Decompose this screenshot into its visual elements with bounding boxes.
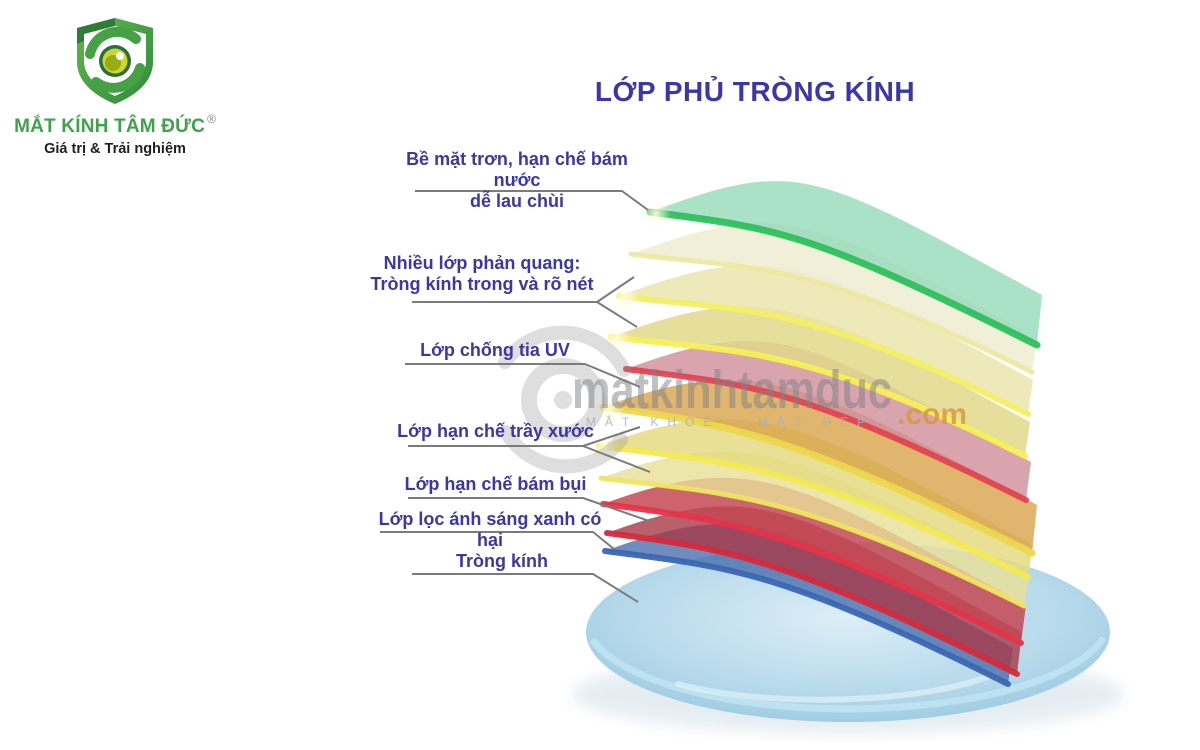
leader-line-dust xyxy=(408,497,653,523)
label-smooth-surface: Bề mặt trơn, hạn chế bám nước dễ lau chù… xyxy=(388,149,646,212)
label-dust-layer: Lớp hạn chế bám bụi xyxy=(393,474,598,495)
lens-layer-green-top xyxy=(650,181,1042,345)
label-scratch-line1: Lớp hạn chế trầy xước xyxy=(397,421,594,441)
label-lens-line1: Tròng kính xyxy=(456,551,548,571)
watermark-text: matkinhtamduc xyxy=(572,360,892,420)
lens-layer-stack xyxy=(572,181,1124,734)
lens-layer-tip-glow xyxy=(641,199,671,229)
watermark-subtext: MẮT KHOẺ - MẮT ĐẸP xyxy=(586,414,874,429)
lens-layer-rim-blue-layer xyxy=(602,548,1011,687)
watermark: matkinhtamduc .com MẮT KHOẺ - MẮT ĐẸP xyxy=(498,325,967,474)
label-bluelight-line1: Lớp lọc ánh sáng xanh có hại xyxy=(378,509,602,550)
leader-line-smooth xyxy=(415,190,649,211)
lens-layer-rim-yellow-1 xyxy=(608,334,1028,459)
lens-layer-rim-pale-yellow xyxy=(616,293,1031,417)
lens-layer-rim-pink-uv xyxy=(623,366,1029,503)
label-ar-line1: Nhiều lớp phản quang: xyxy=(383,253,581,273)
watermark-suffix: .com xyxy=(897,398,967,431)
registered-mark-icon: ® xyxy=(207,112,216,126)
label-uv-line1: Lớp chống tia UV xyxy=(420,340,570,360)
leader-line-lens xyxy=(412,573,639,603)
leader-lines xyxy=(380,190,653,603)
lens-layer-pale-yellow xyxy=(619,265,1033,414)
diagram-title: LỚP PHỦ TRÒNG KÍNH xyxy=(594,76,916,107)
lens-layer-tip-glow xyxy=(610,283,640,313)
leader-line-ar-fork xyxy=(596,276,638,328)
lens-layer-rim-amber xyxy=(599,403,1036,557)
lens-layer-rim-green-top xyxy=(646,208,1041,349)
label-lens-base: Tròng kính xyxy=(403,551,601,572)
lens-layer-rim-maroon xyxy=(604,530,1020,677)
leader-line-uv xyxy=(405,363,641,388)
lens-layer-rim-cream-ar-1 xyxy=(628,251,1035,375)
brand-block: MẮT KÍNH TÂM ĐỨC® Giá trị & Trải nghiệm xyxy=(8,14,222,157)
label-uv-layer: Lớp chống tia UV xyxy=(395,340,595,361)
label-bluelight-layer: Lớp lọc ánh sáng xanh có hại xyxy=(366,509,614,551)
lens-layer-rim-yellow-2 xyxy=(596,443,1031,580)
label-dust-line1: Lớp hạn chế bám bụi xyxy=(404,474,587,494)
label-smooth-line2: dễ lau chùi xyxy=(469,191,565,211)
label-ar-line2: Tròng kính trong và rõ nét xyxy=(370,274,594,294)
lens-layer-tip-glow xyxy=(602,324,632,354)
brand-name: MẮT KÍNH TÂM ĐỨC xyxy=(14,116,206,137)
leader-line-scratch-fork xyxy=(582,426,651,473)
label-anti-reflective: Nhiều lớp phản quang: Tròng kính trong v… xyxy=(358,253,606,295)
label-scratch-layer: Lớp hạn chế trầy xước xyxy=(393,421,598,442)
lens-layer-yellow-1 xyxy=(611,306,1030,456)
lens-layer-cream-ar-1 xyxy=(631,223,1037,372)
lens-highlight xyxy=(675,669,1001,703)
brand-logo-icon xyxy=(77,18,153,104)
lens-layer-tip-glow xyxy=(594,394,624,424)
label-smooth-line1: Bề mặt trơn, hạn chế bám nước xyxy=(406,149,628,190)
leader-line-bluelight xyxy=(380,531,615,550)
brand-tagline: Giá trị & Trải nghiệm xyxy=(44,141,186,157)
lens-layer-base-rim xyxy=(590,636,1106,713)
lens-layer-rim-yellow-3 xyxy=(598,475,1027,609)
lens-layer-rim-red-filter xyxy=(600,501,1024,646)
